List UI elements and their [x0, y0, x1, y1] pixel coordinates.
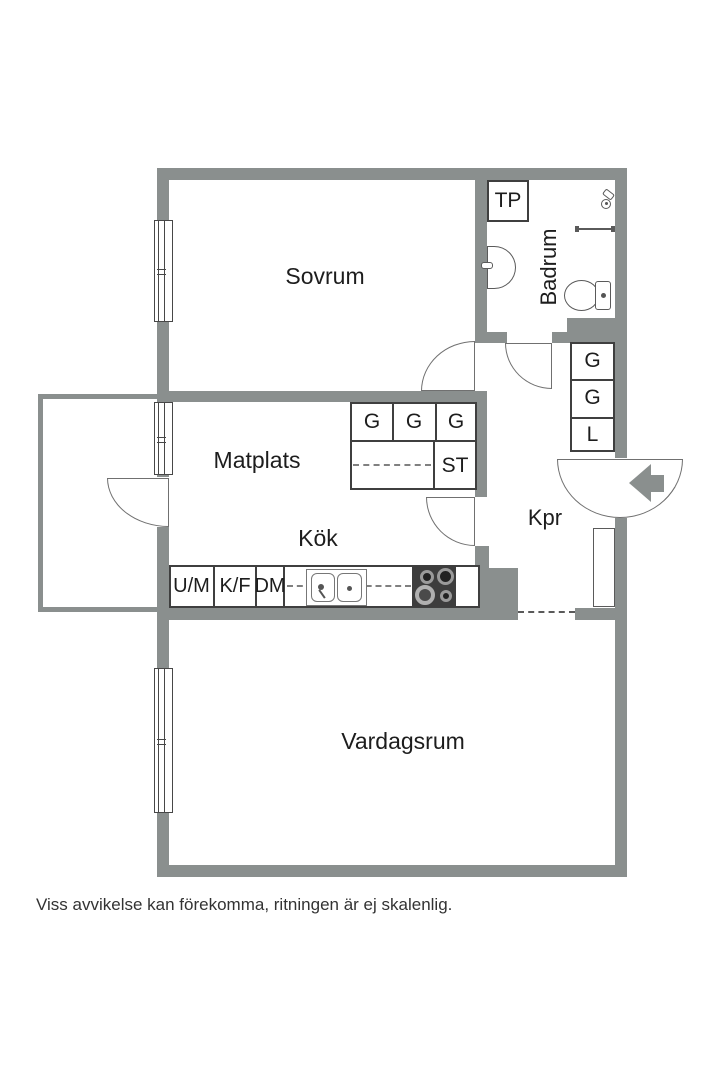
window-sash [158, 221, 165, 321]
closet-divider [392, 402, 394, 441]
entrance-arrow-tail [651, 475, 664, 492]
closet-divider [570, 379, 615, 381]
dining-closet-block [350, 402, 477, 490]
cleaning-closet-label: ST [441, 453, 469, 477]
wall-top [157, 168, 627, 180]
kitchen-tap-dot [318, 584, 324, 590]
wardrobe-label: G [447, 409, 465, 433]
counter-divider [213, 565, 215, 608]
dining-window-icon [154, 402, 173, 475]
wall-living-north-east [575, 608, 627, 620]
wall-right-upper [615, 168, 627, 458]
closet-divider [435, 402, 437, 441]
hall-closet-label: L [586, 422, 599, 446]
disclaimer-text: Viss avvikelse kan förekomma, ritningen … [36, 895, 453, 914]
oven-micro-label: U/M [173, 575, 210, 597]
stove-burner [420, 570, 434, 584]
hallway-label: Kpr [527, 505, 563, 530]
washer-tower-label: TP [494, 189, 522, 212]
bathroom-door-swing-icon [505, 343, 552, 389]
closet-divider [350, 440, 477, 442]
shower-rod-end [611, 226, 615, 232]
closet-divider [433, 441, 435, 490]
window-sash [158, 669, 165, 812]
bedroom-window-icon [154, 220, 173, 322]
fridge-freezer-label: K/F [219, 575, 251, 597]
window-tick [157, 269, 166, 275]
toilet-flush-button [601, 293, 606, 298]
hall-living-opening-dashed-line [518, 611, 575, 613]
wall-core-vertical-b [475, 391, 487, 497]
window-tick [157, 738, 166, 745]
kitchen-door-swing-icon [426, 497, 475, 546]
wall-core-vertical-a [475, 180, 487, 332]
dishwasher-label: DM [254, 575, 286, 597]
washer-tower-box [487, 180, 529, 222]
counter-divider [283, 565, 285, 608]
balcony-door-swing-icon [107, 478, 169, 527]
wall-bedroom-south [157, 391, 477, 402]
wardrobe-label: G [405, 409, 423, 433]
dining-area-label: Matplats [213, 447, 301, 473]
shower-rod-line [577, 228, 614, 230]
kitchen-drain-dot [347, 586, 352, 591]
wall-right-lower [615, 518, 627, 877]
balcony-wall-top [38, 394, 157, 399]
counter-divider [255, 565, 257, 608]
balcony-wall-bottom [38, 607, 157, 612]
wall-bathroom-south-w [475, 332, 507, 343]
wall-bathroom-south-e [552, 332, 570, 343]
wall-kitchen-corner-block [475, 568, 518, 609]
entrance-arrow-icon [629, 464, 651, 502]
stove-burner [415, 585, 435, 605]
toilet-bowl-icon [564, 280, 599, 311]
closet-divider [570, 417, 615, 419]
wall-bathroom-se-block [567, 318, 627, 343]
wall-kitchen-south [157, 608, 518, 620]
stove-burner [437, 568, 454, 585]
wardrobe-label: G [363, 409, 381, 433]
kitchen-label: Kök [298, 525, 338, 551]
shower-rod-end [575, 226, 579, 232]
bedroom-door-swing-icon [421, 341, 475, 391]
living-window-icon [154, 668, 173, 813]
hall-niche-outline [593, 528, 615, 607]
shower-head-dot [605, 202, 608, 205]
wardrobe-rail-dashed-line [353, 464, 431, 466]
hall-closet-label: G [584, 386, 601, 409]
hall-closet-block [570, 342, 615, 452]
wall-bottom [157, 865, 627, 877]
living-room-label: Vardagsrum [341, 728, 465, 754]
balcony-wall-left [38, 394, 43, 612]
bathroom-label: Badrum [536, 228, 561, 306]
bathroom-sink-tap [481, 262, 493, 269]
window-tick [157, 436, 166, 443]
stove-burner [440, 590, 452, 602]
bedroom-label: Sovrum [285, 263, 365, 289]
hall-closet-label: G [584, 349, 601, 372]
window-sash [158, 403, 165, 474]
